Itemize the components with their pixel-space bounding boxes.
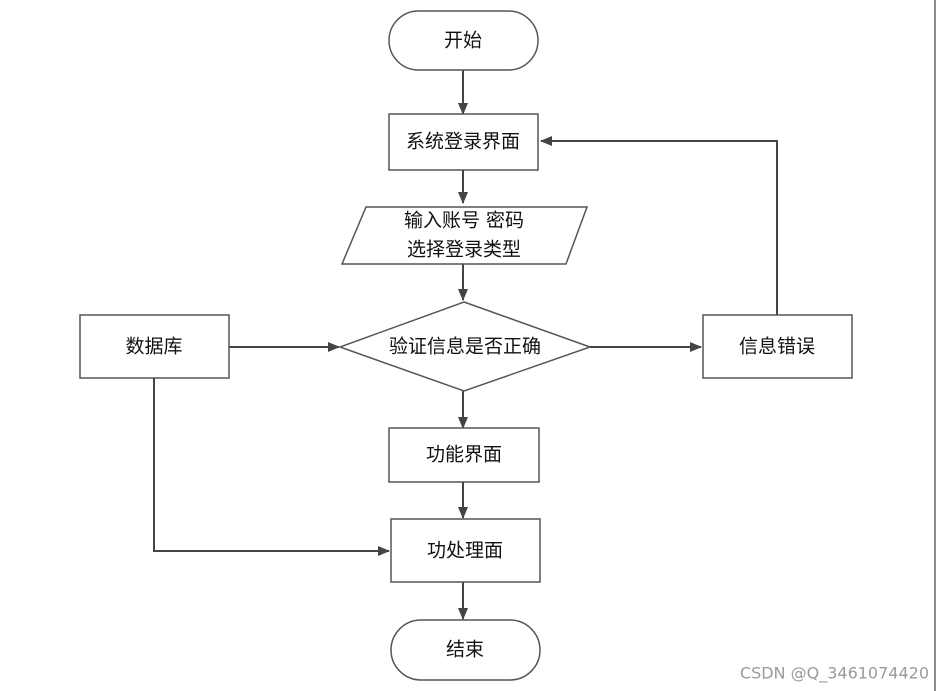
info-error-label: 信息错误 [739,336,815,358]
processing-screen-node: 功处理面 [390,518,541,583]
function-screen-node: 功能界面 [388,427,540,483]
input-label-line1: 输入账号 密码 [404,210,524,232]
processing-screen-label: 功处理面 [427,540,503,562]
login-screen-label: 系统登录界面 [406,131,520,153]
connectors [153,70,778,620]
login-screen-node: 系统登录界面 [388,113,539,171]
arrow-database-to-processing [153,378,390,556]
verify-decision-node: 验证信息是否正确 [337,301,593,392]
watermark-text: CSDN @Q_3461074420 [740,664,929,684]
start-label: 开始 [444,30,482,52]
database-node: 数据库 [79,314,230,379]
database-label: 数据库 [125,336,182,358]
verify-label: 验证信息是否正确 [389,336,541,358]
end-node: 结束 [390,619,541,681]
start-node: 开始 [388,10,539,71]
end-label: 结束 [446,639,484,661]
input-node: 输入账号 密码 选择登录类型 [340,206,589,265]
page-right-border [934,0,936,691]
function-screen-label: 功能界面 [426,444,502,466]
info-error-node: 信息错误 [702,314,853,379]
arrow-error-to-login [540,136,778,315]
input-label-line2: 选择登录类型 [407,239,521,261]
